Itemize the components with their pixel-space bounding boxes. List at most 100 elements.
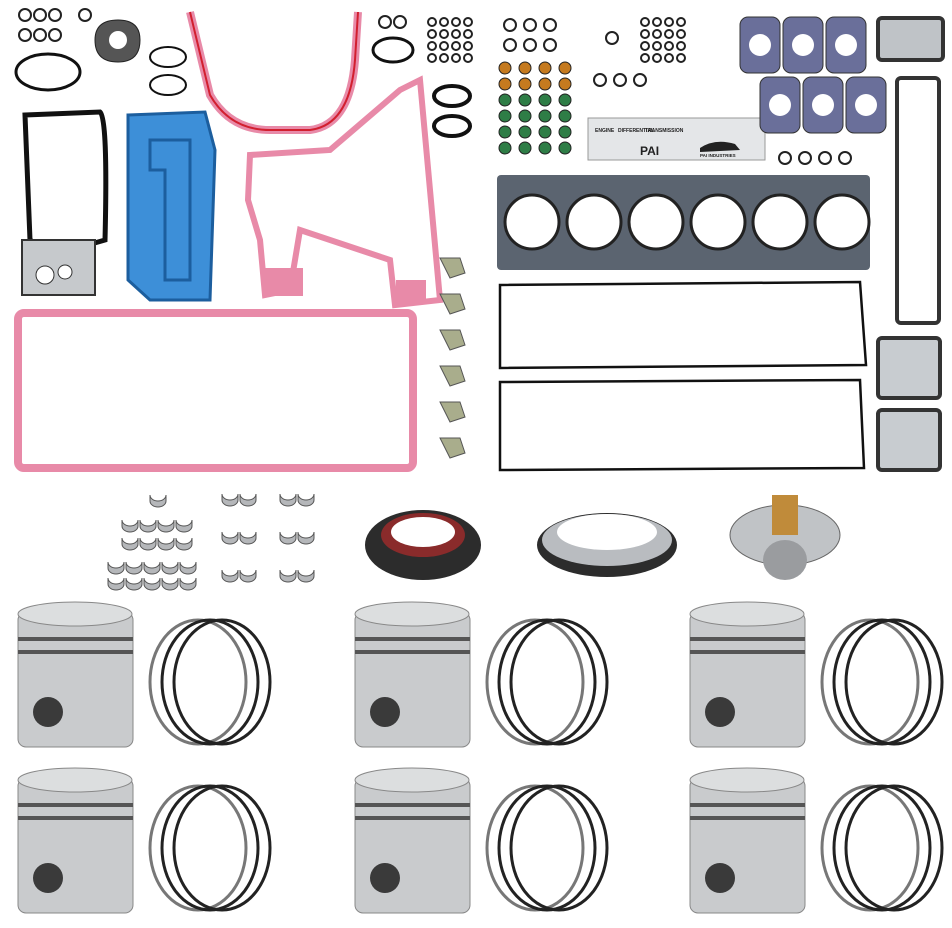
o-ring bbox=[652, 41, 662, 51]
valve-seal bbox=[558, 141, 572, 155]
bearing-shell bbox=[157, 519, 175, 533]
piston bbox=[17, 777, 134, 914]
water-pump-gasket bbox=[14, 19, 472, 138]
exhaust-manifold-gaskets bbox=[739, 16, 887, 134]
o-ring bbox=[18, 28, 32, 42]
exhaust-port bbox=[769, 94, 791, 116]
piston-ring bbox=[160, 784, 260, 912]
valve-seal bbox=[538, 125, 552, 139]
piston bbox=[354, 611, 471, 748]
o-ring bbox=[503, 18, 517, 32]
valve-seal bbox=[518, 77, 532, 91]
o-ring bbox=[463, 17, 473, 27]
piston-assembly bbox=[17, 601, 272, 748]
o-ring bbox=[676, 53, 686, 63]
wrist-pin-bore bbox=[705, 697, 735, 727]
piston-ring bbox=[497, 784, 597, 912]
o-ring bbox=[664, 53, 674, 63]
valve-seal bbox=[518, 93, 532, 107]
o-ring bbox=[633, 73, 647, 87]
card-brand: PAI bbox=[640, 144, 659, 158]
o-ring bbox=[439, 29, 449, 39]
exhaust-port bbox=[812, 94, 834, 116]
bearing-shell bbox=[179, 577, 197, 591]
o-ring bbox=[439, 41, 449, 51]
piston-ring bbox=[148, 784, 248, 912]
head-gasket bbox=[497, 175, 871, 270]
card-company: PAI INDUSTRIES bbox=[700, 153, 736, 158]
piston-crown bbox=[17, 601, 133, 627]
piston-crown bbox=[354, 601, 470, 627]
piston-ring bbox=[160, 618, 260, 746]
piston-ring bbox=[844, 618, 944, 746]
o-ring bbox=[543, 18, 557, 32]
cylinder-bore bbox=[751, 193, 809, 251]
bearing-shell bbox=[157, 537, 175, 551]
piston bbox=[354, 777, 471, 914]
o-ring bbox=[523, 18, 537, 32]
piston-ring bbox=[844, 784, 944, 912]
piston-ring bbox=[485, 618, 585, 746]
o-ring bbox=[652, 53, 662, 63]
wrist-pin-bore bbox=[370, 697, 400, 727]
injector-clip bbox=[439, 293, 466, 315]
o-ring bbox=[427, 17, 437, 27]
o-ring bbox=[451, 17, 461, 27]
valve-seal bbox=[558, 93, 572, 107]
piston-ring bbox=[172, 618, 272, 746]
bearing-shell bbox=[179, 561, 197, 575]
valve-seal bbox=[538, 77, 552, 91]
piston-ring bbox=[509, 618, 609, 746]
bearing-shell bbox=[221, 493, 239, 507]
o-ring bbox=[48, 28, 62, 42]
valve-seal bbox=[518, 141, 532, 155]
piston-assembly bbox=[689, 767, 944, 914]
bearing-shell bbox=[175, 537, 193, 551]
piston-ring bbox=[485, 784, 585, 912]
valve-seal bbox=[518, 61, 532, 75]
wrist-pin-bore bbox=[370, 863, 400, 893]
o-ring bbox=[640, 41, 650, 51]
ring-groove bbox=[18, 650, 133, 654]
card-engine: ENGINE bbox=[595, 128, 615, 134]
piston-crown bbox=[689, 767, 805, 793]
front-crank-seal bbox=[365, 510, 481, 580]
ring-groove bbox=[355, 637, 470, 641]
oil-pan-gasket bbox=[14, 309, 417, 472]
wrist-pin-bore bbox=[33, 697, 63, 727]
bearing-shell bbox=[121, 537, 139, 551]
bearing-shell bbox=[221, 569, 239, 583]
injector-clip bbox=[439, 401, 466, 423]
injector-clips bbox=[439, 257, 466, 459]
oil-cooler-gasket bbox=[21, 109, 109, 296]
piston-assembly bbox=[354, 601, 609, 748]
card-transmission: TRANSMISSION bbox=[645, 128, 684, 134]
o-ring bbox=[378, 15, 392, 29]
o-ring bbox=[451, 41, 461, 51]
o-ring bbox=[439, 53, 449, 63]
o-ring bbox=[818, 151, 832, 165]
bearing-shell bbox=[121, 519, 139, 533]
valve-seal bbox=[498, 109, 512, 123]
o-ring bbox=[778, 151, 792, 165]
o-ring bbox=[664, 29, 674, 39]
bearing-shell bbox=[297, 493, 315, 507]
injector-clip bbox=[439, 437, 466, 459]
valve-seal bbox=[538, 61, 552, 75]
bearing-shell bbox=[161, 561, 179, 575]
valve-seal bbox=[538, 109, 552, 123]
valve-seal bbox=[498, 141, 512, 155]
o-ring bbox=[593, 73, 607, 87]
cylinder-bore bbox=[565, 193, 623, 251]
piston-ring bbox=[832, 618, 932, 746]
piston-ring bbox=[820, 618, 920, 746]
o-ring bbox=[640, 29, 650, 39]
bearing-shell bbox=[297, 569, 315, 583]
bearing-set bbox=[107, 493, 315, 591]
cylinder-bore bbox=[503, 193, 561, 251]
valve-seal bbox=[498, 61, 512, 75]
piston-ring bbox=[148, 618, 248, 746]
valve-seal bbox=[558, 77, 572, 91]
o-ring bbox=[613, 73, 627, 87]
